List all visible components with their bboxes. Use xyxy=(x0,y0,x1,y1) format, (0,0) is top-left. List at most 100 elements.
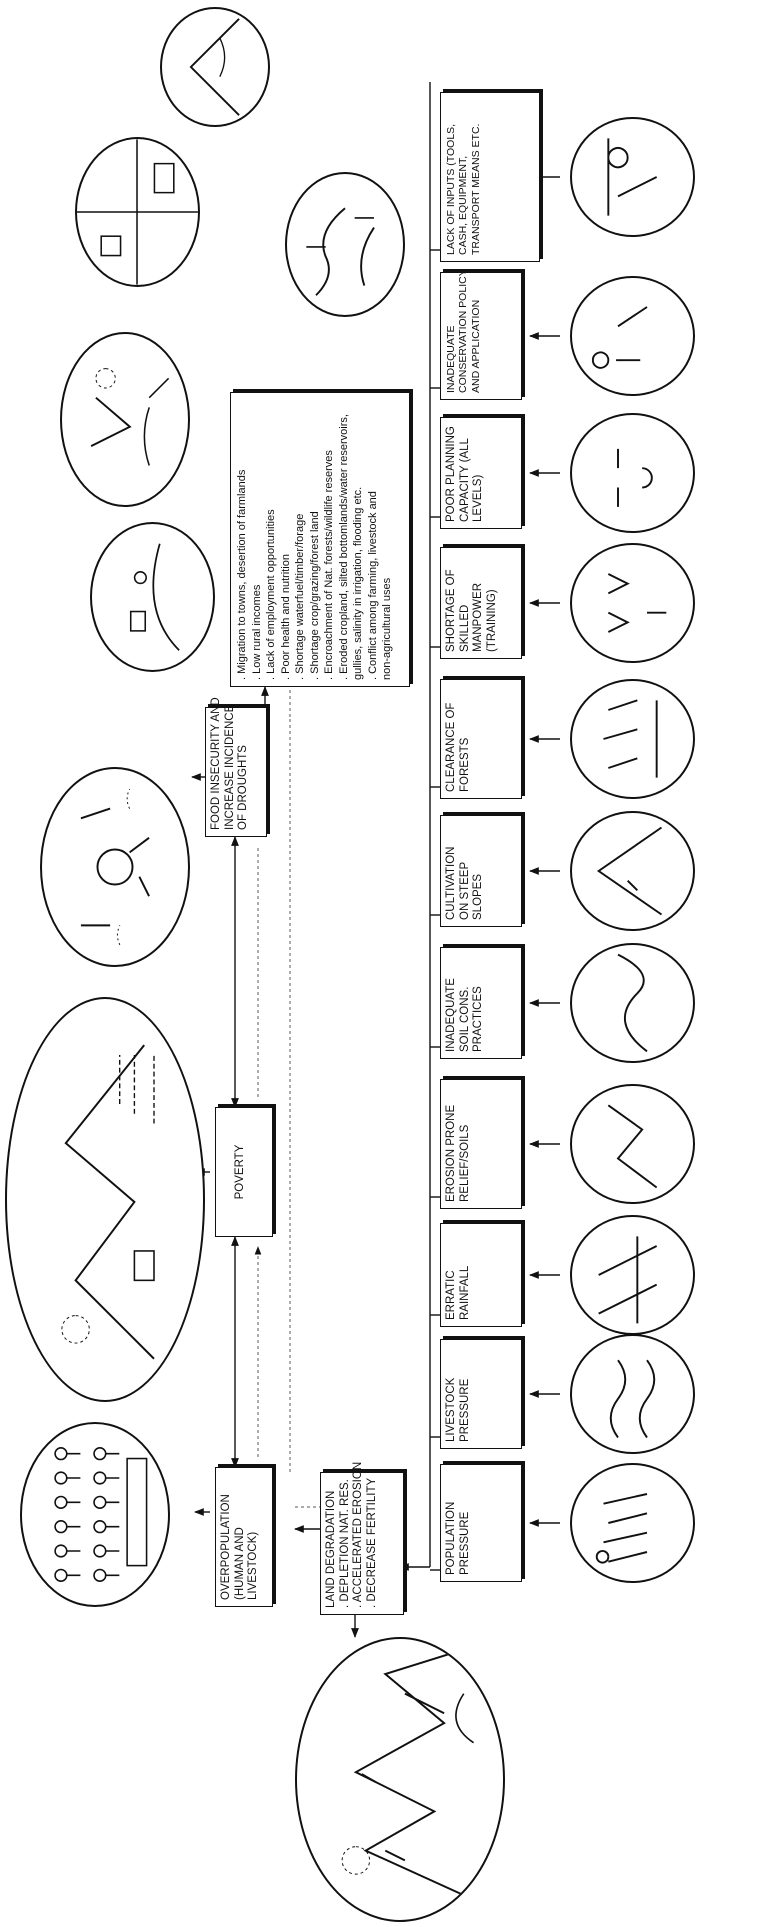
consequences-box: . Migration to towns, desertion of farml… xyxy=(230,392,410,687)
consequence-5: . Shortage waterfuel/timber/forage xyxy=(294,513,307,680)
cause-5-line-3: PRACTICES xyxy=(472,986,485,1052)
crowd-sketch xyxy=(54,1447,148,1582)
cause-sketch-3 xyxy=(598,1236,658,1324)
land-degradation-line-1: LAND DEGRADATION xyxy=(325,1490,337,1608)
livestock-town-circle xyxy=(60,332,190,507)
overpopulation-line-1: OVERPOPULATION xyxy=(220,1494,232,1600)
food-insecurity-line-1: FOOD INSECURITY AND xyxy=(210,697,222,830)
cause-circle-2 xyxy=(570,1334,695,1454)
consequence-8: . Eroded cropland, silted bottomlands/wa… xyxy=(337,414,350,680)
cause-9-line-1: POOR PLANNING xyxy=(445,426,457,522)
cause-circle-8 xyxy=(570,543,695,663)
overpopulation-line-2: (HUMAN AND xyxy=(233,1527,246,1600)
cause-8-line-1: SHORTAGE OF xyxy=(445,569,457,652)
cause-5-line-2: SOIL CONS. xyxy=(458,986,471,1052)
livestock-town-sketch xyxy=(90,368,170,466)
consequence-11: non-agricultural uses xyxy=(381,577,394,680)
cause-sketch-10 xyxy=(591,306,648,369)
cause-9-line-3: LEVELS) xyxy=(472,474,485,522)
food-insecurity-line-2: INCREASE INCIDENCE xyxy=(223,704,236,830)
cause-8-line-2: SKILLED xyxy=(458,604,471,652)
cause-4-line-1: EROSION PRONE xyxy=(445,1104,457,1202)
land-degradation-line-3: . ACCELERATED EROSION xyxy=(352,1461,365,1608)
food-insecurity-box: FOOD INSECURITY AND INCREASE INCIDENCE O… xyxy=(205,697,267,837)
cause-circle-11 xyxy=(570,117,695,237)
cause-1-line-2: PRESSURE xyxy=(458,1511,471,1575)
cause-box-11: LACK OF INPUTS (TOOLS,CASH, EQUIPMENT,TR… xyxy=(440,92,540,262)
cause-sketch-7 xyxy=(603,699,658,778)
erosion-gully-circle xyxy=(285,172,405,317)
consequence-7: . Encroachment of Nat. forests/wildlife … xyxy=(323,450,336,680)
cause-circle-6 xyxy=(570,811,695,931)
consequence-10: . Conflict among farming, livestock and xyxy=(366,491,379,680)
cause-10-line-2: CONSERVATION POLICY xyxy=(457,269,470,393)
cause-7-line-2: FORESTS xyxy=(458,737,471,792)
cause-sketch-2 xyxy=(609,1359,656,1439)
land-degradation-box: LAND DEGRADATION . DEPLETION NAT. RES. .… xyxy=(320,1461,404,1615)
cause-sketch-11 xyxy=(607,138,658,216)
cause-2-line-1: LIVESTOCK xyxy=(445,1377,457,1442)
cause-sketch-4 xyxy=(607,1104,658,1189)
poverty-box: POVERTY xyxy=(215,1107,273,1237)
poverty-label: POVERTY xyxy=(234,1144,246,1200)
overpopulation-box: OVERPOPULATION (HUMAN AND LIVESTOCK) xyxy=(215,1467,273,1607)
cause-3-line-1: ERRATIC xyxy=(445,1270,457,1320)
cause-2-line-2: PRESSURE xyxy=(458,1378,471,1442)
cause-circle-5 xyxy=(570,943,695,1063)
cause-4-line-2: RELIEF/SOILS xyxy=(458,1124,471,1202)
drought-circle xyxy=(40,767,190,967)
village-sector-sketch xyxy=(77,139,198,285)
consequence-9: gullies, salinity in irrigation, floodin… xyxy=(352,486,365,680)
cause-sketch-8 xyxy=(607,573,667,633)
landscape-sketch xyxy=(341,1648,475,1901)
cause-8-line-3: MANPOWER xyxy=(472,583,485,652)
village-sector-circle xyxy=(75,137,200,287)
land-degradation-line-2: . DEPLETION NAT. RES. xyxy=(338,1479,351,1608)
cause-11-line-3: TRANSPORT MEANS ETC. xyxy=(469,123,482,255)
consequence-1: . Migration to towns, desertion of farml… xyxy=(236,469,248,680)
cause-circle-3 xyxy=(570,1215,695,1335)
cause-10-line-1: INADEQUATE xyxy=(445,325,457,393)
cause-circle-1 xyxy=(570,1463,695,1583)
cause-ticks xyxy=(430,173,560,1571)
cause-sketch-9 xyxy=(617,448,653,507)
cause-sketch-1 xyxy=(595,1493,648,1564)
consequence-3: . Lack of employment opportunities xyxy=(265,509,278,680)
poverty-landscape-circle xyxy=(5,997,205,1402)
cause-6-line-2: ON STEEP xyxy=(458,861,471,920)
land-degradation-line-4: . DECREASE FERTILITY xyxy=(365,1477,378,1608)
cause-circle-9 xyxy=(570,413,695,533)
poverty-sketch xyxy=(61,1044,155,1360)
cause-sketch-6 xyxy=(596,826,663,916)
cause-9-line-2: CAPACITY (ALL xyxy=(458,438,471,522)
left-landscape-circle xyxy=(295,1637,505,1922)
cause-5-line-1: INADEQUATE xyxy=(445,978,457,1052)
cause-1-line-1: POPULATION xyxy=(445,1501,457,1575)
valley-sketch xyxy=(189,18,240,116)
cause-6-line-3: SLOPES xyxy=(472,873,485,920)
cause-circle-7 xyxy=(570,679,695,799)
cause-circle-10 xyxy=(570,276,695,396)
erosion-gully-sketch xyxy=(306,207,375,296)
farm-sketch xyxy=(129,543,180,651)
cause-10-line-3: AND APPLICATION xyxy=(469,299,482,393)
cause-sketch-5 xyxy=(617,953,648,1053)
valley-circle xyxy=(160,7,270,127)
consequence-2: . Low rural incomes xyxy=(250,584,263,680)
consequence-4: . Poor health and nutrition xyxy=(279,554,292,680)
cause-6-line-1: CULTIVATION xyxy=(445,846,457,920)
farm-circle xyxy=(90,522,215,672)
food-insecurity-line-3: OF DROUGHTS xyxy=(237,745,250,830)
